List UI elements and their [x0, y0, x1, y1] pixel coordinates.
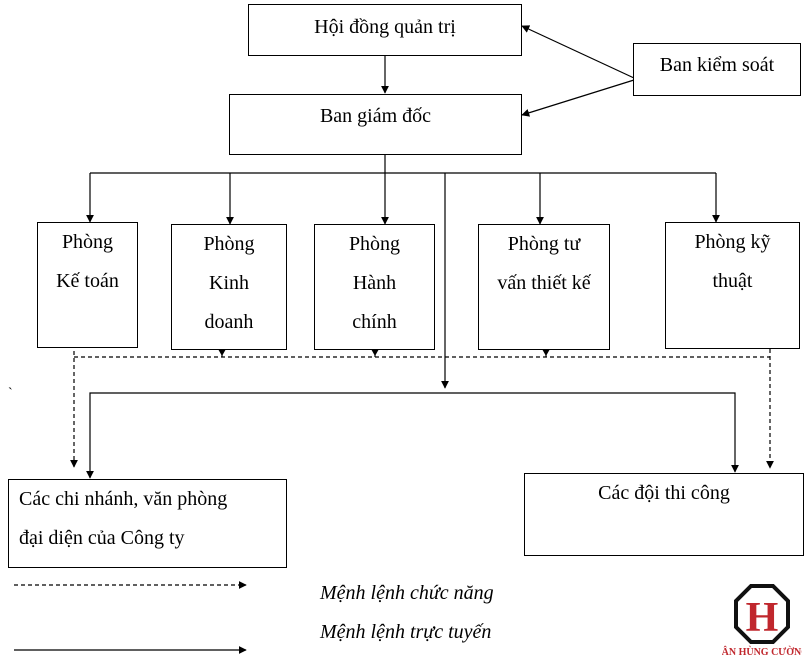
edge-supervisory-board: [521, 25, 635, 79]
board-label: Hội đồng quản trị: [314, 16, 456, 38]
company-logo: H TÂN HÙNG CƯỜNG: [722, 584, 802, 657]
functional-arrow-hanhchinh: [371, 349, 379, 356]
logo-letter: H: [746, 595, 779, 641]
dept-tuvan-label: Phòng tư vấn thiết kế: [497, 233, 591, 294]
functional-arrow-kinhdoanh: [218, 349, 226, 356]
dept-kinhdoanh-label: Phòng Kinh doanh: [203, 233, 255, 333]
legend-direct-label: Mệnh lệnh trực tuyến: [320, 621, 492, 643]
functional-arrow-tuvan: [542, 349, 550, 356]
edge-supervisory-directors: [521, 79, 635, 117]
dept-ketoan-box: Phòng Kế toán: [37, 222, 138, 348]
stray-mark: `: [8, 386, 13, 401]
directors-box: Ban giám đốc: [229, 94, 522, 155]
directors-label: Ban giám đốc: [319, 105, 432, 127]
dept-kythuat-box: Phòng kỹ thuật: [665, 222, 800, 349]
dept-hanhchinh-box: Phòng Hành chính: [314, 224, 435, 350]
branches-label: Các chi nhánh, văn phòng đại diện của Cô…: [19, 488, 228, 549]
dept-kinhdoanh-box: Phòng Kinh doanh: [171, 224, 287, 350]
dept-hanhchinh-label: Phòng Hành chính: [348, 233, 401, 333]
logo-ring: [734, 584, 790, 644]
legend-functional-label: Mệnh lệnh chức năng: [320, 582, 494, 604]
construction-label: Các đội thi công: [598, 482, 730, 504]
dept-ketoan-label: Phòng Kế toán: [56, 231, 119, 292]
branches-box: Các chi nhánh, văn phòng đại diện của Cô…: [8, 479, 287, 568]
board-box: Hội đồng quản trị: [248, 4, 522, 56]
supervisory-label: Ban kiểm soát: [659, 54, 775, 76]
lower-direct-bus: [86, 392, 739, 479]
dept-kythuat-label: Phòng kỹ thuật: [694, 231, 771, 292]
supervisory-box: Ban kiểm soát: [633, 43, 801, 96]
construction-box: Các đội thi công: [524, 473, 804, 556]
logo-caption: TÂN HÙNG CƯỜNG: [722, 646, 802, 657]
dept-tuvan-box: Phòng tư vấn thiết kế: [478, 224, 610, 350]
